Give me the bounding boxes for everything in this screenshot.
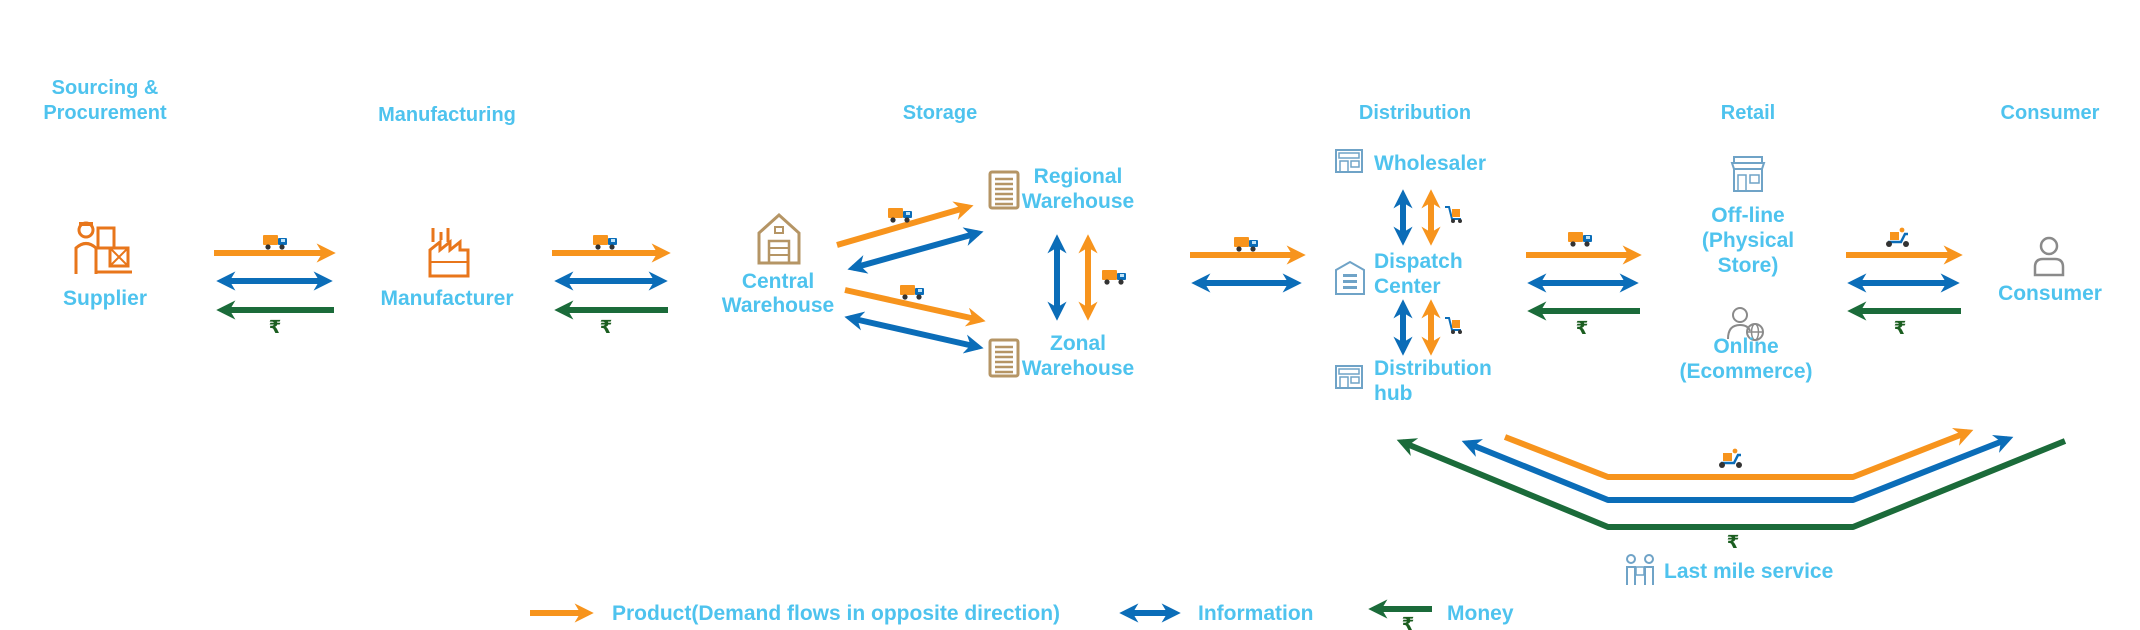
stage-header-sourcing-line1: Sourcing & (52, 77, 159, 99)
shop-icon (1335, 365, 1363, 389)
warehouse-icon (757, 212, 801, 265)
flow-supplier-manufacturer: ₹ (214, 235, 336, 338)
flow-distribution-retail: ₹ (1526, 232, 1642, 339)
legend-product-label: Product(Demand flows in opposite directi… (612, 602, 1060, 625)
rupee-symbol: ₹ (1576, 318, 1589, 339)
flow-retail-consumer: ₹ (1846, 226, 1963, 339)
truck-icon (1102, 270, 1126, 285)
flow-central-regional-zonal (836, 201, 986, 354)
truck-icon (593, 235, 617, 250)
node-central-warehouse-label-2: Warehouse (722, 294, 834, 317)
information-flow-arrow (847, 227, 984, 274)
legend-information-label: Information (1198, 602, 1314, 625)
stage-header-distribution: Distribution (1359, 102, 1471, 124)
hand-trolley-icon (1444, 317, 1463, 335)
stage-header-manufacturing: Manufacturing (378, 104, 516, 126)
rupee-symbol: ₹ (1402, 614, 1415, 630)
node-zonal-warehouse-label-1: Zonal (1050, 332, 1106, 355)
legend-money-label: Money (1447, 602, 1514, 625)
node-manufacturer-label: Manufacturer (380, 287, 513, 310)
stage-header-storage: Storage (903, 102, 977, 124)
money-flow-arrow (1396, 438, 2067, 530)
information-flow-arrow (844, 311, 984, 354)
node-dispatch-center-label-2: Center (1374, 275, 1441, 298)
node-offline-store-label-2: (Physical (1702, 229, 1794, 252)
factory-icon (428, 228, 470, 278)
node-regional-warehouse-label-1: Regional (1034, 165, 1123, 188)
truck-icon (888, 208, 912, 223)
node-regional-warehouse-label-2: Warehouse (1022, 190, 1134, 213)
node-distribution-hub-label-1: Distribution (1374, 357, 1492, 380)
rupee-symbol: ₹ (1727, 532, 1740, 553)
rupee-symbol: ₹ (1894, 318, 1907, 339)
rupee-symbol: ₹ (269, 317, 282, 338)
flow-manufacturer-central: ₹ (552, 235, 671, 338)
node-offline-store-label-3: Store) (1718, 254, 1779, 277)
node-zonal-warehouse-label-2: Warehouse (1022, 357, 1134, 380)
store-icon (1730, 156, 1766, 192)
node-supplier-label: Supplier (63, 287, 147, 310)
delivery-people-icon (1626, 554, 1654, 585)
node-online-label-1: Online (1713, 335, 1778, 358)
stage-header-sourcing-line2: Procurement (43, 102, 167, 124)
office-building-icon (1335, 260, 1365, 295)
user-globe-icon (1727, 307, 1764, 341)
node-distribution-hub-label-2: hub (1374, 382, 1412, 405)
node-last-mile-label: Last mile service (1664, 560, 1833, 583)
node-online-label-2: (Ecommerce) (1679, 360, 1812, 383)
stage-header-consumer: Consumer (2001, 102, 2100, 124)
node-dispatch-center-label-1: Dispatch (1374, 250, 1463, 273)
flow-storage-distribution (1190, 237, 1306, 293)
delivery-scooter-icon (1717, 447, 1744, 470)
rupee-symbol: ₹ (600, 317, 613, 338)
hand-trolley-icon (1444, 206, 1463, 224)
worker-with-boxes-icon (74, 221, 132, 274)
node-central-warehouse-label-1: Central (742, 270, 814, 293)
information-flow-arrow (1461, 434, 2014, 503)
node-offline-store-label-1: Off-line (1711, 204, 1785, 227)
legend: Product(Demand flows in opposite directi… (530, 599, 1514, 630)
flow-regional-zonal (1047, 234, 1126, 321)
product-flow-arrow (1503, 427, 1974, 480)
truck-icon (1234, 237, 1258, 252)
shop-icon (1335, 149, 1363, 173)
building-icon (988, 338, 1020, 378)
flow-distribution-internal (1393, 189, 1463, 356)
truck-icon (263, 235, 287, 250)
truck-icon (900, 285, 924, 300)
node-consumer-label: Consumer (1998, 282, 2102, 305)
user-icon (2033, 236, 2065, 277)
flow-last-mile: ₹ (1396, 427, 2067, 553)
truck-icon (1568, 232, 1592, 247)
building-icon (988, 170, 1020, 210)
node-wholesaler-label: Wholesaler (1374, 152, 1486, 175)
stage-header-retail: Retail (1721, 102, 1775, 124)
delivery-scooter-icon (1884, 226, 1911, 249)
